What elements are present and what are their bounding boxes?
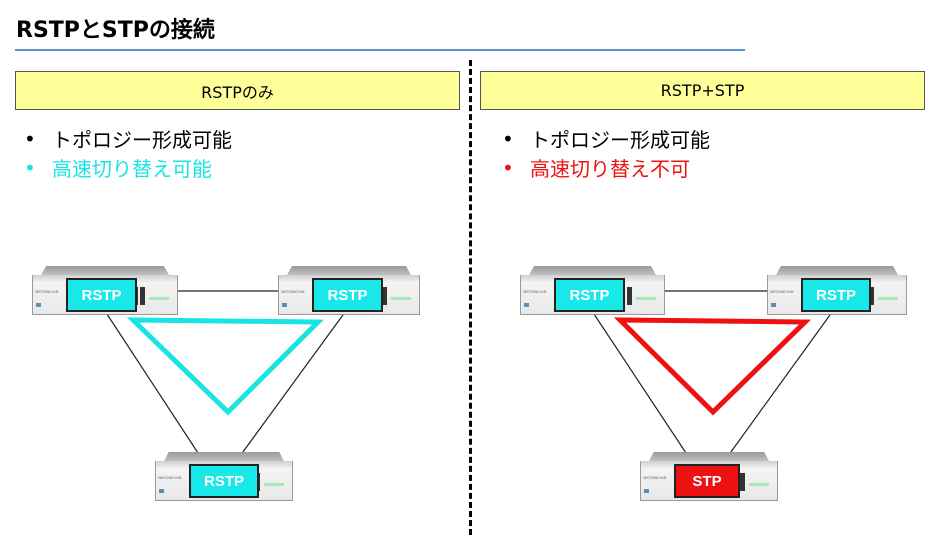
- left-header: RSTPのみ: [15, 71, 460, 110]
- right-bullet-2: •高速切り替え不可: [502, 155, 690, 182]
- switch-left-right: SWITCHING HUB RSTP: [278, 275, 420, 315]
- switch-right-top: SWITCHING HUB RSTP: [520, 275, 665, 315]
- red-loop-triangle: [613, 317, 812, 416]
- switch-hub-text: SWITCHING HUB: [523, 289, 547, 294]
- left-bullet-1: •トポロジー形成可能: [24, 126, 232, 153]
- switch-label: RSTP: [189, 464, 259, 498]
- page-title: RSTPとSTPの接続: [16, 18, 215, 43]
- link: [102, 307, 201, 457]
- right-bullet-1: •トポロジー形成可能: [502, 126, 710, 153]
- switch-hub-text: SWITCHING HUB: [35, 289, 59, 294]
- dashed-divider: [469, 60, 472, 535]
- switch-right-right: SWITCHING HUB RSTP: [767, 275, 907, 315]
- cyan-loop-triangle: [126, 317, 324, 416]
- switch-right-bottom: SWITCHING HUB STP: [640, 461, 778, 501]
- switch-label: RSTP: [554, 278, 625, 312]
- switch-label-stp: STP: [674, 464, 740, 498]
- link: [589, 307, 689, 457]
- switch-hub-text: SWITCHING HUB: [643, 475, 667, 480]
- switch-label: RSTP: [66, 278, 137, 312]
- switch-hub-text: SWITCHING HUB: [158, 475, 182, 480]
- switch-hub-text: SWITCHING HUB: [281, 289, 305, 294]
- switch-label: RSTP: [801, 278, 871, 312]
- link: [239, 307, 349, 457]
- switch-left-bottom: SWITCHING HUB RSTP: [155, 461, 293, 501]
- left-bullet-2: •高速切り替え可能: [24, 155, 212, 182]
- link: [727, 307, 836, 457]
- switch-hub-text: SWITCHING HUB: [770, 289, 794, 294]
- title-underline: [15, 49, 745, 51]
- switch-label: RSTP: [312, 278, 383, 312]
- switch-left-top: SWITCHING HUB RSTP: [32, 275, 178, 315]
- right-header: RSTP+STP: [480, 71, 925, 110]
